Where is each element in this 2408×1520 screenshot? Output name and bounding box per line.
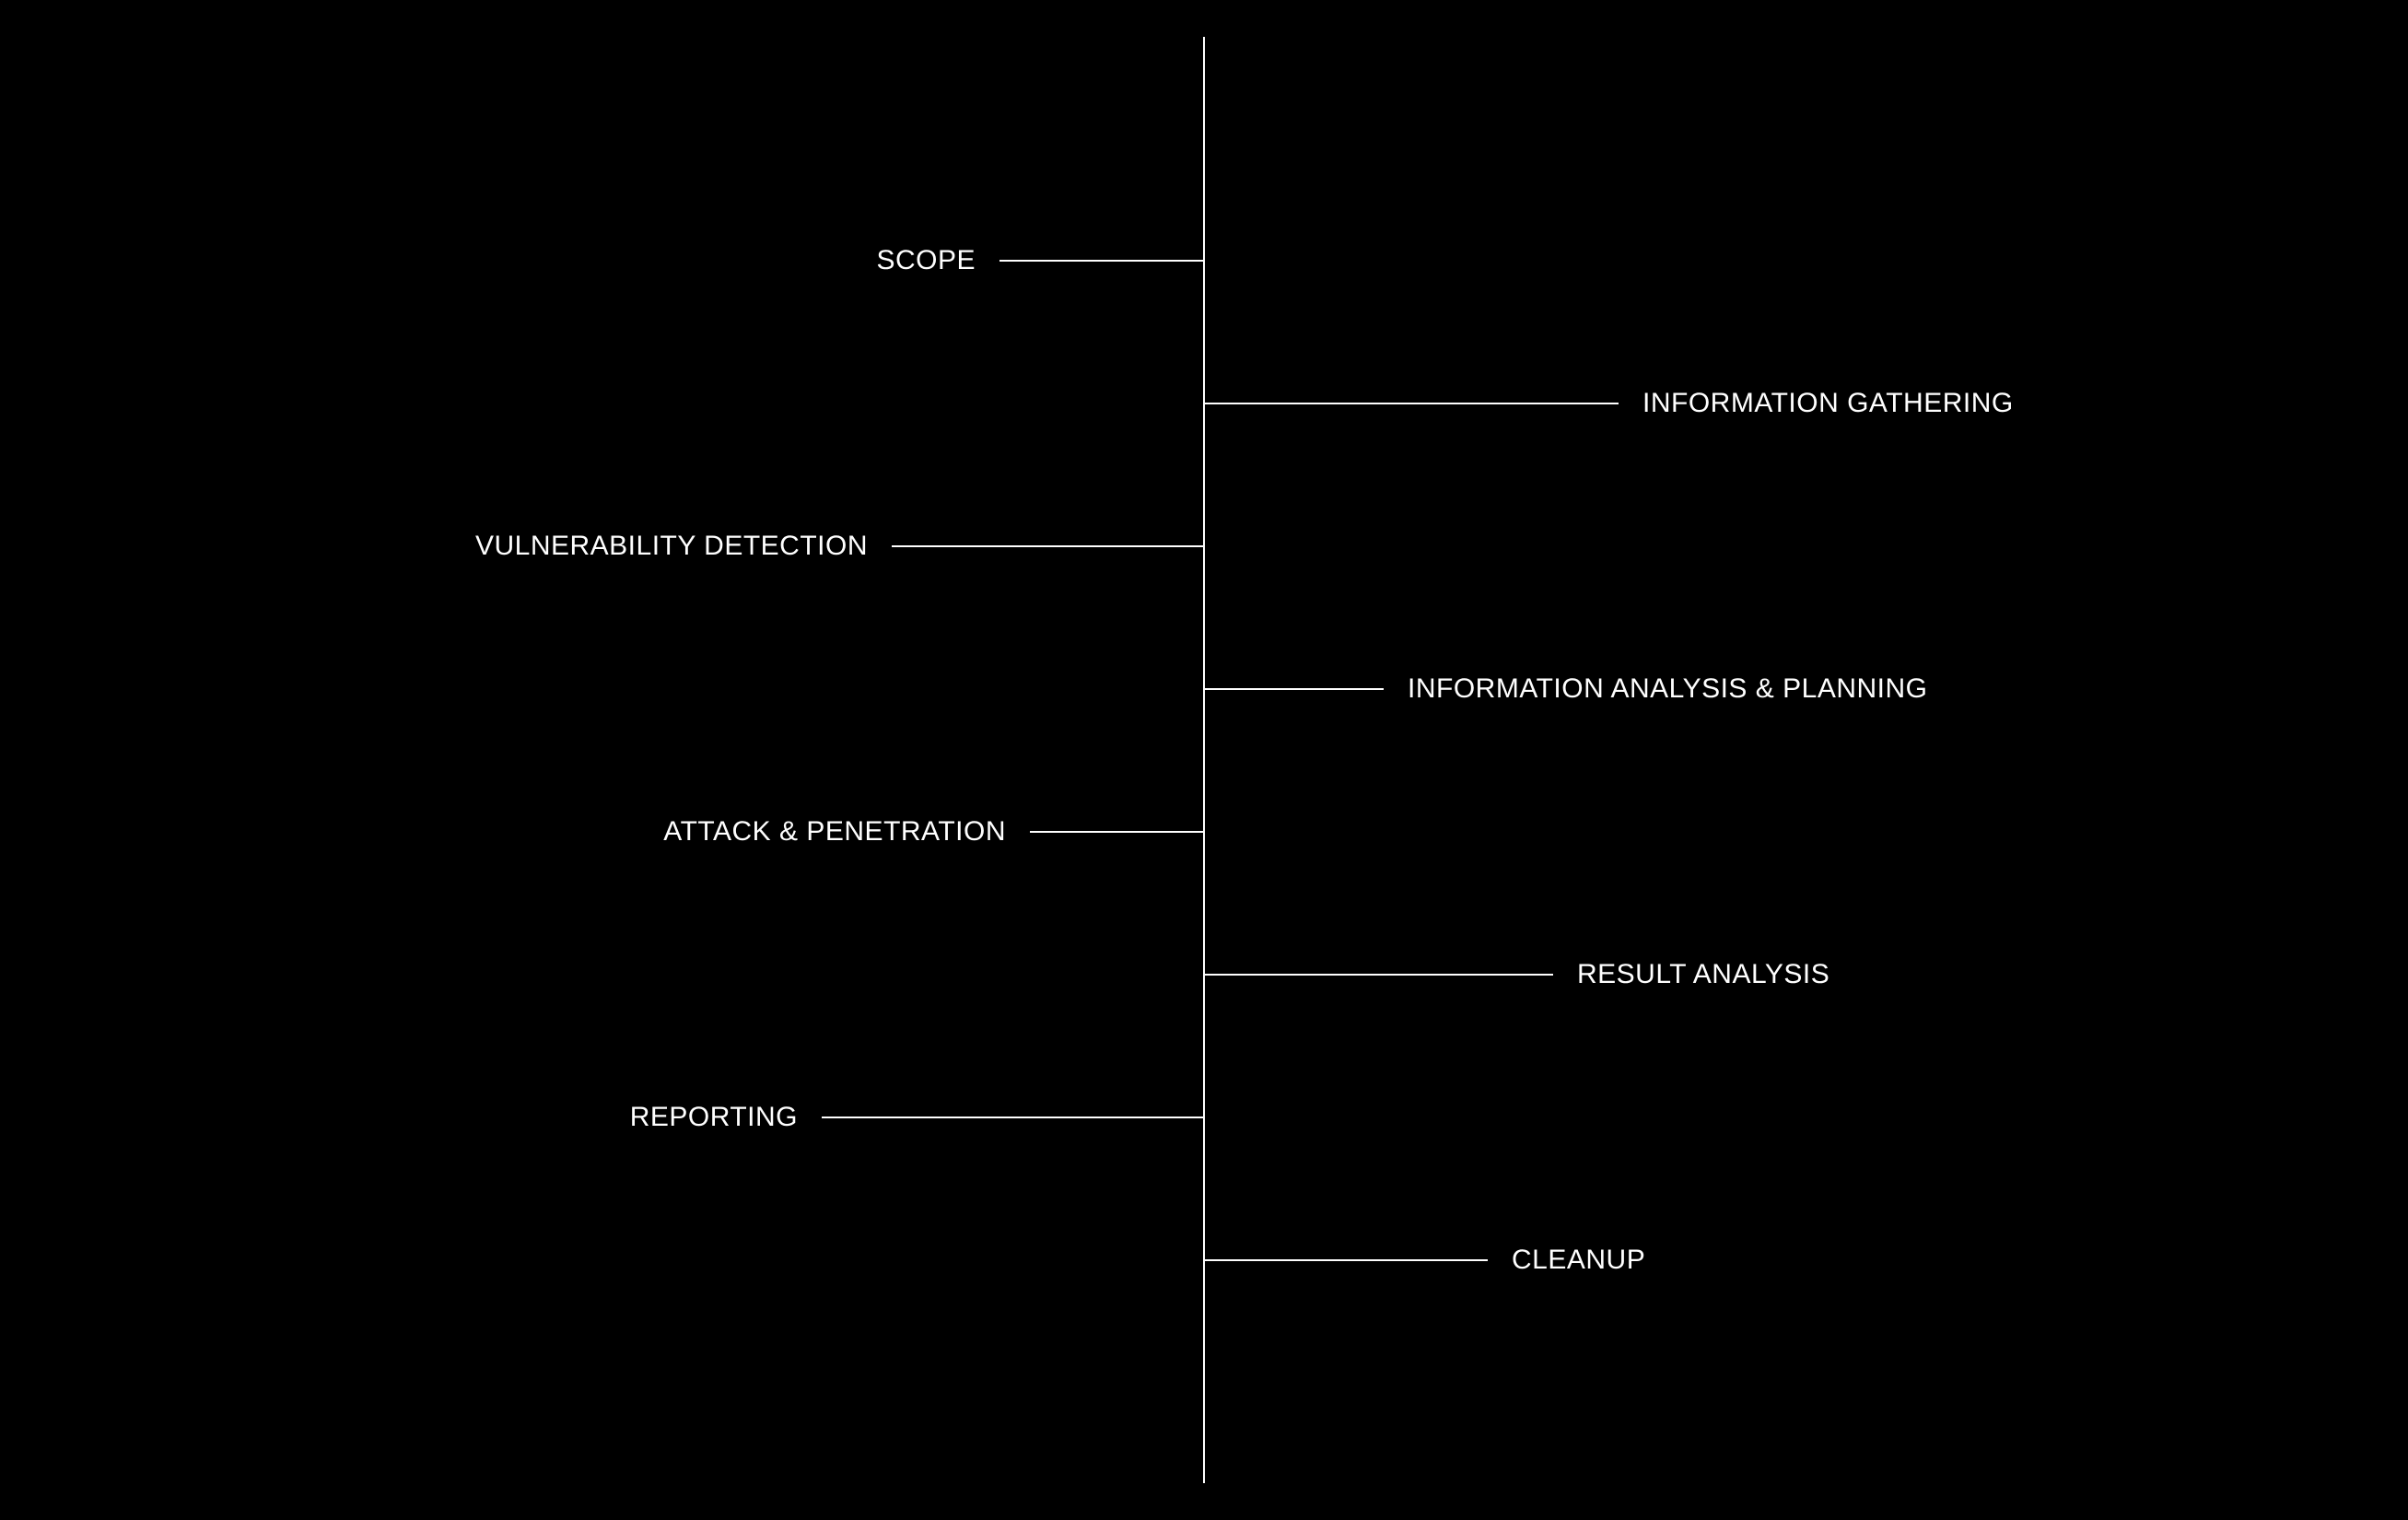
step-label-cleanup: CLEANUP (1512, 1245, 1645, 1275)
step-label-scope: SCOPE (876, 245, 976, 275)
step-label-information-gathering: INFORMATION GATHERING (1642, 388, 2014, 418)
step-label-reporting: REPORTING (630, 1102, 798, 1132)
step-label-vulnerability-detection: VULNERABILITY DETECTION (475, 531, 868, 561)
step-label-result-analysis: RESULT ANALYSIS (1577, 959, 1829, 989)
step-label-attack-penetration: ATTACK & PENETRATION (663, 816, 1006, 847)
step-label-information-analysis-planning: INFORMATION ANALYSIS & PLANNING (1408, 673, 1928, 704)
